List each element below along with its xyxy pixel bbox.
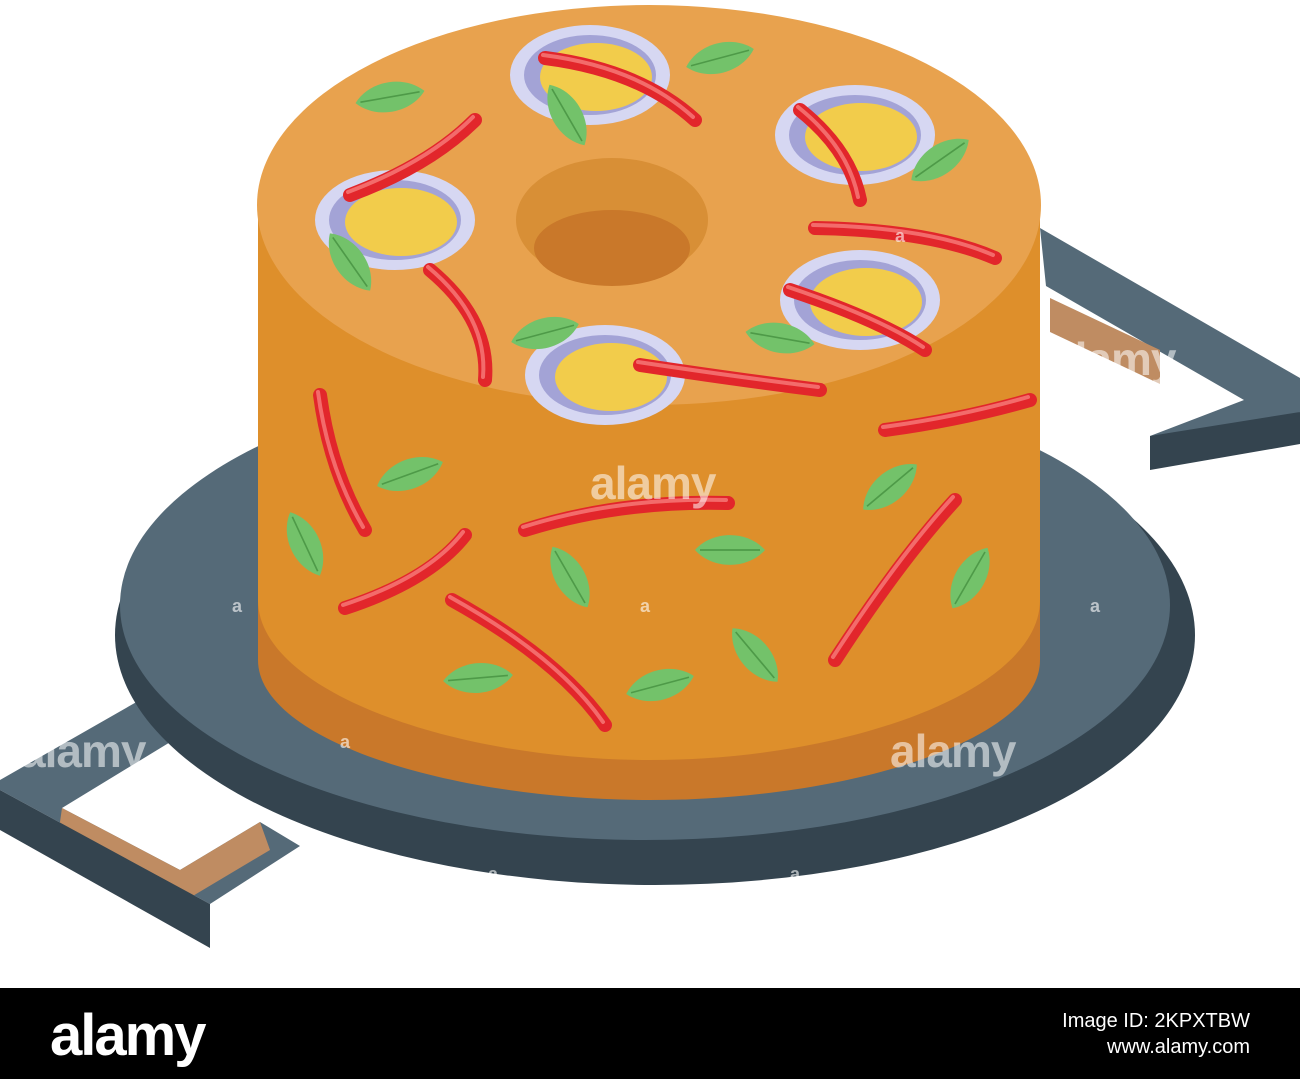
- watermark-mark: a: [640, 596, 651, 616]
- chili-pepper: [828, 493, 962, 667]
- basil-leaf: [950, 547, 990, 609]
- basil-leaf: [377, 456, 443, 492]
- tray-handle-left: [0, 700, 300, 948]
- basil-leaf: [686, 41, 754, 75]
- chili-pepper: [783, 283, 932, 357]
- footer-bar: alamy Image ID: 2KPXTBW www.alamy.com: [0, 988, 1300, 1079]
- chili-pepper: [878, 393, 1037, 437]
- basil-leaf: [547, 84, 587, 146]
- watermark-mark: a: [1090, 596, 1101, 616]
- chili-pepper: [423, 263, 493, 387]
- basil-leaf: [550, 546, 590, 608]
- basil-leaf: [355, 81, 425, 113]
- watermark-mark: a: [488, 864, 499, 884]
- chili-pepper: [793, 103, 867, 207]
- watermark-center: alamy: [590, 457, 716, 509]
- watermark-bottom-right: alamy: [890, 725, 1016, 777]
- basil-leaf: [626, 668, 694, 702]
- basil-leaf: [443, 663, 513, 693]
- chili-pepper: [343, 113, 482, 202]
- basil-leaf: [745, 322, 815, 354]
- basil-leaf: [911, 138, 969, 182]
- basil-leaf: [511, 316, 579, 350]
- image-id: Image ID: 2KPXTBW: [1062, 1010, 1250, 1032]
- footer-logo[interactable]: alamy: [50, 1003, 206, 1068]
- watermark-mark: a: [232, 596, 243, 616]
- chili-pepper: [445, 593, 612, 732]
- chili-pepper: [338, 528, 472, 615]
- chili-pepper: [313, 388, 372, 537]
- watermark-right: alamy: [1050, 333, 1176, 385]
- egg-slice: [510, 25, 670, 125]
- basil-leaf: [695, 535, 765, 565]
- chili-pepper: [633, 358, 827, 397]
- basil-leaf: [286, 512, 324, 576]
- footer-info: Image ID: 2KPXTBW www.alamy.com: [1062, 1008, 1250, 1060]
- chili-pepper: [538, 51, 702, 127]
- basil-leaf: [328, 233, 372, 291]
- basil-leaf: [732, 628, 778, 682]
- watermark-mark: a: [340, 732, 351, 752]
- basil-leaves: [286, 41, 990, 702]
- basil-leaf: [863, 464, 917, 510]
- chili-peppers: [313, 51, 1037, 732]
- chili-pepper: [518, 495, 735, 537]
- site-link[interactable]: www.alamy.com: [1107, 1036, 1250, 1058]
- chili-pepper: [808, 221, 1002, 265]
- watermark-mark: a: [790, 864, 801, 884]
- cake-illustration: [0, 5, 1300, 948]
- watermark-bottom-left: alamy: [20, 725, 146, 777]
- egg-slice: [780, 250, 940, 350]
- watermark-mark: a: [895, 226, 906, 246]
- tray-handle-right: [1040, 228, 1300, 470]
